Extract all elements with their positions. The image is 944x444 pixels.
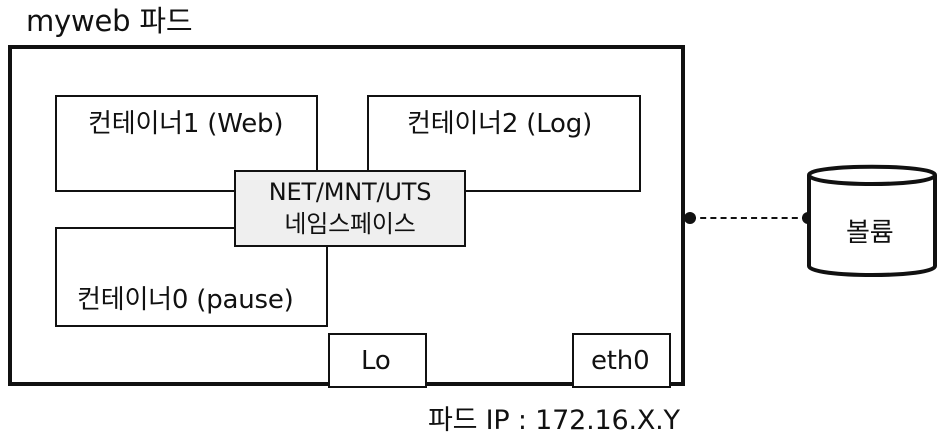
container-log-label: 컨테이너2 (Log) xyxy=(407,109,593,139)
volume-cylinder-icon xyxy=(807,164,937,277)
loopback-interface-box xyxy=(328,333,427,388)
namespace-line-1: NET/MNT/UTS xyxy=(268,178,432,206)
namespace-line-2: 네임스페이스 xyxy=(284,210,416,238)
volume-label: 볼륨 xyxy=(846,218,894,248)
volume-connection-line xyxy=(690,217,808,219)
pod-ip-label: 파드 IP : 172.16.X.Y xyxy=(428,405,680,436)
pod-connector-dot-icon xyxy=(684,212,696,224)
eth0-interface-label: eth0 xyxy=(591,346,650,376)
pod-title: myweb 파드 xyxy=(26,4,193,38)
shared-namespace-box: NET/MNT/UTS 네임스페이스 xyxy=(234,170,466,247)
container-web-label: 컨테이너1 (Web) xyxy=(88,109,284,139)
loopback-interface-label: Lo xyxy=(361,346,391,376)
eth0-interface-box xyxy=(572,333,671,388)
container-pause-label: 컨테이너0 (pause) xyxy=(77,285,294,315)
